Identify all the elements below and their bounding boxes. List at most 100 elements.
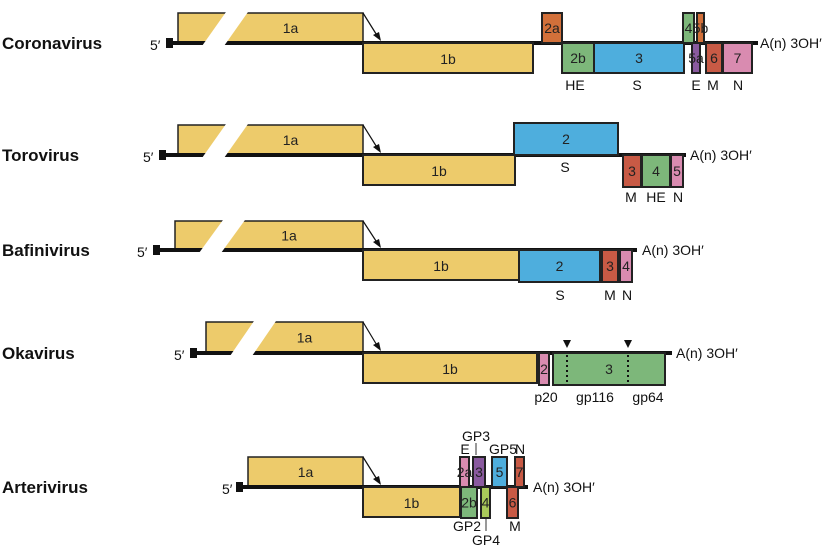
gene-label: 3: [475, 464, 483, 480]
frameshift-arrow: [362, 456, 379, 482]
protein-label: N: [673, 189, 683, 205]
gene-label: 3: [606, 258, 614, 274]
cap-marker: [166, 38, 173, 48]
gene-label: 2a: [544, 20, 560, 36]
gene-label: 5: [496, 464, 504, 480]
three-prime-label: A(n) 3OH′: [642, 242, 704, 258]
virus-name: Okavirus: [2, 344, 75, 363]
orf1b-label: 1b: [440, 51, 456, 67]
virus-name: Coronavirus: [2, 34, 102, 53]
protein-label: E: [691, 77, 700, 93]
protein-label: GP5: [489, 441, 517, 457]
gene-label: 2: [540, 361, 548, 377]
gene-label: 3: [635, 50, 643, 66]
frameshift-arrow: [362, 220, 379, 245]
protein-label: GP4: [472, 532, 500, 548]
orf1a-label: 1a: [281, 228, 297, 244]
protein-label: GP3: [462, 428, 490, 444]
gene-box: [691, 42, 701, 74]
protein-label: N: [622, 287, 632, 303]
gene-box: [362, 42, 534, 74]
gene-box: [362, 154, 516, 186]
arrowhead-icon: [373, 342, 381, 351]
frameshift-arrow: [362, 321, 379, 348]
cap-marker: [190, 348, 197, 358]
virus-name: Torovirus: [2, 146, 79, 165]
orf1a-box: [174, 220, 364, 251]
gene-label: 4: [685, 20, 693, 36]
gene-box: [506, 486, 519, 519]
orf1a-label: 1a: [283, 132, 299, 148]
gene-box: [670, 154, 684, 188]
protein-label: M: [509, 518, 521, 534]
five-prime-label: 5′: [143, 149, 154, 165]
gene-label: 2: [562, 131, 570, 147]
gene-box: [362, 249, 520, 281]
protein-label: M: [707, 77, 719, 93]
protein-label: gp64: [632, 389, 663, 405]
virus-name: Bafinivirus: [2, 241, 90, 260]
gene-box: [601, 249, 619, 283]
gene-box: [362, 352, 538, 384]
three-prime-label: A(n) 3OH′: [690, 147, 752, 163]
five-prime-label: 5′: [150, 37, 161, 53]
break-slash: [230, 321, 276, 356]
protein-label: M: [625, 189, 637, 205]
frameshift-arrow: [362, 124, 379, 150]
gene-label: 2a: [457, 464, 473, 480]
three-prime-label: A(n) 3OH′: [676, 345, 738, 361]
gene-label: 5a: [688, 50, 704, 66]
arrowhead-icon: [373, 476, 381, 485]
orf1a-box: [247, 456, 364, 488]
orf1a-box: [205, 321, 364, 354]
protein-label: gp116: [576, 389, 614, 405]
protein-label: M: [604, 287, 616, 303]
orf1b-label: 1b: [442, 361, 458, 377]
orf1a-box: [177, 124, 364, 156]
arrowhead-icon: [373, 32, 381, 41]
arrowhead-icon: [373, 239, 381, 248]
gene-label: 7: [516, 464, 524, 480]
protein-label: S: [632, 77, 641, 93]
cap-marker: [236, 482, 243, 492]
gene-label: 2: [556, 258, 564, 274]
gene-label: 2b: [461, 495, 477, 511]
orf1b-label: 1b: [433, 258, 449, 274]
cap-marker: [153, 245, 160, 255]
gene-label: 4: [482, 495, 490, 511]
gene-box: [491, 456, 508, 488]
gene-label: 3: [628, 163, 636, 179]
break-slash: [199, 220, 245, 253]
protein-label: N: [515, 441, 525, 457]
gene-box: [362, 486, 461, 518]
protein-label: S: [555, 287, 564, 303]
orf1b-label: 1b: [404, 495, 420, 511]
three-prime-label: A(n) 3OH′: [760, 35, 822, 51]
gene-label: 2b: [570, 50, 586, 66]
protein-label: E: [460, 441, 469, 457]
arrowhead-icon: [373, 144, 381, 153]
five-prime-label: 5′: [174, 347, 185, 363]
gene-box: [552, 352, 666, 386]
cap-marker: [159, 150, 166, 160]
gene-label: 6: [710, 50, 718, 66]
gene-label: 4: [652, 163, 660, 179]
break-slash: [202, 124, 248, 158]
gene-label: 4: [622, 258, 630, 274]
gene-box: [682, 12, 695, 44]
orf1a-label: 1a: [283, 20, 299, 36]
gene-box: [480, 486, 491, 519]
orf1a-label: 1a: [298, 464, 314, 480]
orf1a-box: [177, 12, 364, 44]
protein-label: S: [560, 159, 569, 175]
gene-box: [513, 122, 619, 156]
frameshift-arrow: [362, 12, 379, 38]
virus-name: Arterivirus: [2, 478, 88, 497]
protein-label: HE: [565, 77, 584, 93]
protein-label: N: [733, 77, 743, 93]
